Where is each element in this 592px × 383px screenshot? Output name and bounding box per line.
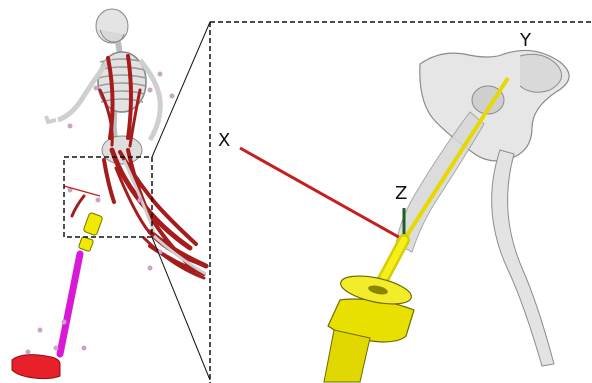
hip-joint-closeup: X Y Z <box>218 30 569 382</box>
skeleton-figure <box>12 9 206 379</box>
z-axis-label: Z <box>395 183 407 204</box>
zoom-connector-top <box>152 22 210 157</box>
prosthesis-pylon <box>60 254 80 354</box>
x-axis-line <box>240 148 404 240</box>
ischium-bone <box>492 150 554 366</box>
x-axis-label: X <box>218 130 230 151</box>
prosthesis-foot <box>12 355 60 379</box>
y-axis-label: Y <box>519 30 532 51</box>
pelvis <box>102 136 142 164</box>
prosthesis <box>12 212 103 378</box>
prosthetic-socket-closeup <box>324 240 414 382</box>
prosthesis-adapter <box>78 236 93 251</box>
prosthesis-socket <box>83 212 103 236</box>
